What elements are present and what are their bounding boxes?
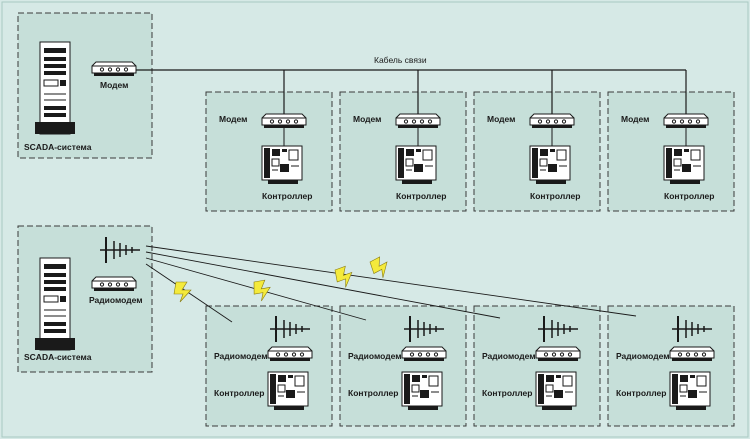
controller-icon — [663, 145, 705, 185]
cable-label: Кабель связи — [374, 55, 427, 65]
site-radiomodem-label: Радиомодем — [214, 351, 268, 361]
site-controller-label: Контроллер — [664, 191, 714, 201]
site-controller-label: Контроллер — [214, 388, 264, 398]
server-tower-icon — [34, 41, 76, 135]
scada-radiomodem-label: Радиомодем — [89, 295, 143, 305]
radiomodem-icon — [267, 346, 313, 362]
controller-icon — [395, 145, 437, 185]
radio-system: Радиомодем SCADA-система Радиомодем Конт… — [17, 225, 735, 427]
site-modem-label: Модем — [621, 114, 649, 124]
site-modem-label: Модем — [353, 114, 381, 124]
radio-links — [145, 245, 637, 323]
site-controller-label: Контроллер — [616, 388, 666, 398]
site-controller-label: Контроллер — [262, 191, 312, 201]
controller-icon — [669, 371, 711, 411]
controller-icon — [401, 371, 443, 411]
radiomodem-icon — [535, 346, 581, 362]
radiomodem-icon — [401, 346, 447, 362]
communication-cable — [136, 69, 687, 146]
site-radiomodem-label: Радиомодем — [482, 351, 536, 361]
scada-zone-wired — [17, 12, 153, 159]
wired-system: Кабель связи Модем SCADA-система Модем К… — [17, 12, 735, 212]
site-zone-radio-2 — [339, 305, 467, 427]
controller-icon — [529, 145, 571, 185]
scada-label: SCADA-система — [24, 352, 92, 362]
modem-icon — [663, 113, 709, 129]
controller-icon — [261, 145, 303, 185]
controller-icon — [535, 371, 577, 411]
scada-modem-label: Модем — [100, 80, 128, 90]
modem-icon — [529, 113, 575, 129]
radiomodem-icon — [91, 276, 137, 292]
site-zone-radio-3 — [473, 305, 601, 427]
site-controller-label: Контроллер — [530, 191, 580, 201]
server-tower-icon — [34, 257, 76, 351]
site-controller-label: Контроллер — [482, 388, 532, 398]
controller-icon — [267, 371, 309, 411]
site-controller-label: Контроллер — [348, 388, 398, 398]
site-modem-label: Модем — [219, 114, 247, 124]
modem-icon — [91, 61, 137, 77]
modem-icon — [395, 113, 441, 129]
scada-label: SCADA-система — [24, 142, 92, 152]
site-radiomodem-label: Радиомодем — [616, 351, 670, 361]
site-zone-radio-4 — [607, 305, 735, 427]
site-radiomodem-label: Радиомодем — [348, 351, 402, 361]
radiomodem-icon — [669, 346, 715, 362]
site-zone-radio-1 — [205, 305, 333, 427]
site-modem-label: Модем — [487, 114, 515, 124]
site-controller-label: Контроллер — [396, 191, 446, 201]
modem-icon — [261, 113, 307, 129]
